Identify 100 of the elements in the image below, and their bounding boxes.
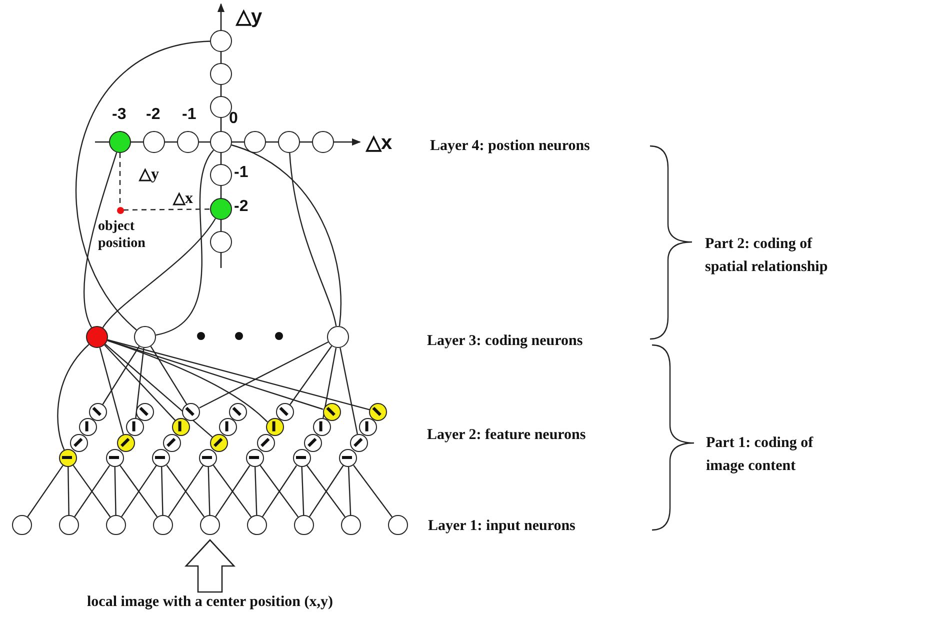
connection-line <box>68 467 70 515</box>
position-neuron <box>210 30 232 52</box>
input-neuron <box>247 515 267 535</box>
feature-neuron <box>246 449 264 467</box>
part-label: Part 2: coding of spatial relationship <box>705 235 829 277</box>
coding-neuron <box>86 326 108 348</box>
feature-neuron <box>266 418 284 436</box>
input-neuron <box>106 515 126 535</box>
connection-line <box>107 339 370 410</box>
connection-line <box>150 346 188 405</box>
feature-neuron <box>256 434 275 452</box>
feature-neuron <box>79 418 97 436</box>
input-neuron <box>388 515 408 535</box>
feature-neuron <box>116 434 135 452</box>
block-arrow <box>184 539 236 593</box>
connection-line <box>76 40 210 330</box>
feature-neuron <box>350 434 368 452</box>
connection-line <box>104 344 176 421</box>
input-neuron <box>153 515 173 535</box>
layer-label: Layer 1: input neurons <box>428 518 576 535</box>
connection-line <box>340 348 358 434</box>
connection-line <box>104 344 213 438</box>
layer-label: Layer 3: coding neurons <box>427 333 583 350</box>
position-neuron <box>210 164 232 186</box>
connection-line <box>102 346 140 405</box>
connection-line <box>57 344 90 450</box>
position-neuron <box>278 131 300 153</box>
input-neuron <box>59 515 79 535</box>
connection-line <box>289 152 337 326</box>
feature-neuron <box>136 403 154 421</box>
connection-line <box>199 341 328 408</box>
connection-line <box>107 340 324 410</box>
part-label: Part 1: coding of image content <box>706 434 814 476</box>
connection-line <box>27 465 64 518</box>
feature-neuron <box>199 449 218 467</box>
layer-label: Layer 4: postion neurons <box>430 138 590 155</box>
connection-line <box>353 464 393 518</box>
feature-neuron <box>219 418 238 436</box>
feature-neuron <box>70 434 88 452</box>
feature-neuron <box>276 403 294 421</box>
connection-line <box>348 466 352 516</box>
feature-neuron <box>152 449 170 467</box>
axis-value: -2 <box>146 106 160 124</box>
connection-line <box>83 152 118 328</box>
axis-label: △x <box>366 131 392 155</box>
caption-text: local image with a center position (x,y) <box>0 594 440 611</box>
input-neuron <box>12 515 32 535</box>
coding-neuron <box>134 326 156 348</box>
axis-label: △y <box>236 5 262 29</box>
feature-neuron <box>59 449 77 467</box>
layer-label: Layer 2: feature neurons <box>427 427 586 444</box>
connection-line <box>135 348 144 418</box>
connection-line <box>254 466 258 516</box>
connection-line <box>231 144 342 326</box>
feature-neuron <box>322 403 340 421</box>
input-neuron <box>294 515 314 535</box>
feature-neuron <box>359 418 378 436</box>
connection-line <box>102 218 216 328</box>
position-neuron <box>210 131 232 153</box>
feature-neuron <box>292 449 310 467</box>
connection-line <box>322 348 337 418</box>
feature-neuron <box>369 403 388 421</box>
connection-line <box>156 150 214 336</box>
feature-neuron <box>172 418 190 436</box>
input-neuron <box>341 515 361 535</box>
position-neuron <box>143 131 165 153</box>
point-label: object position <box>98 218 146 252</box>
feature-neuron <box>182 403 200 421</box>
axis-value: -3 <box>112 106 126 124</box>
connection-line <box>114 466 116 516</box>
position-neuron <box>210 231 232 253</box>
axis-value: -1 <box>182 106 196 124</box>
input-neuron <box>200 515 220 535</box>
axis-value: -2 <box>234 198 248 216</box>
connection-line <box>99 347 124 434</box>
connection-line <box>301 466 304 516</box>
connection-line <box>161 466 164 516</box>
axis-value: 0 <box>229 110 238 128</box>
connection-line <box>107 340 268 422</box>
position-neuron <box>210 198 232 220</box>
connection-line <box>290 346 332 405</box>
axis-value: -1 <box>234 164 248 182</box>
feature-neuron <box>126 418 144 436</box>
feature-neuron <box>89 403 107 421</box>
position-neuron <box>177 131 199 153</box>
feature-neuron <box>106 449 124 467</box>
position-neuron <box>244 131 266 153</box>
object-position-dot <box>116 206 124 214</box>
position-neuron <box>210 63 232 85</box>
position-neuron <box>312 131 334 153</box>
feature-neuron <box>229 403 248 421</box>
dashed-line <box>124 208 210 211</box>
feature-neuron <box>312 418 330 436</box>
feature-neuron <box>210 434 228 452</box>
position-neuron <box>109 131 131 153</box>
coding-neuron <box>327 326 349 348</box>
feature-neuron <box>339 449 358 467</box>
feature-neuron <box>163 434 182 452</box>
connection-line <box>208 466 210 516</box>
feature-neuron <box>304 434 322 452</box>
